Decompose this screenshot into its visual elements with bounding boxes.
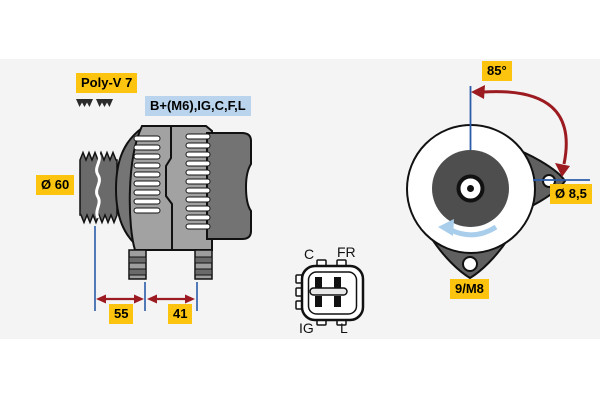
belt-type-label: Poly-V 7	[76, 73, 138, 93]
vent-slots-front	[133, 135, 161, 214]
angle-arc-arrow	[471, 85, 570, 177]
pulley-break-line	[95, 152, 101, 219]
mount-angle-label: 85°	[482, 61, 512, 81]
connector-inner-shell	[307, 271, 358, 315]
pin-label-fr: FR	[337, 244, 356, 260]
belt-profile-icon	[76, 99, 113, 107]
dimension-55-label: 55	[109, 304, 134, 324]
connector-key-bar	[309, 287, 348, 296]
pin-label-c: C	[304, 246, 315, 262]
pin-label-ig: IG	[299, 320, 314, 336]
mount-thread-label: 9/M8	[450, 279, 489, 299]
angle-reference-lines	[469, 86, 590, 181]
rotation-arrow	[438, 219, 498, 238]
pin-label-l: L	[340, 320, 348, 336]
dimension-41-label: 41	[168, 304, 193, 324]
rear-cover	[206, 132, 252, 240]
mount-lug-left	[128, 249, 147, 280]
pulley-diameter-label: Ø 60	[36, 175, 75, 195]
lug-hole-bottom	[462, 256, 478, 272]
mount-lug-right	[194, 249, 213, 280]
dimension-arrows	[96, 294, 195, 304]
rear-view	[406, 85, 590, 280]
hole-diameter-label: Ø 8,5	[550, 184, 592, 204]
housing-parting-line	[165, 126, 173, 250]
terminals-label: B+(M6),IG,C,F,L	[145, 96, 251, 116]
vent-slots-rear	[185, 133, 211, 230]
shaft-center	[467, 185, 474, 192]
dimension-extension-lines	[94, 226, 198, 311]
side-view	[76, 99, 252, 311]
connector-diagram	[295, 259, 365, 326]
connector-pins	[315, 277, 341, 307]
